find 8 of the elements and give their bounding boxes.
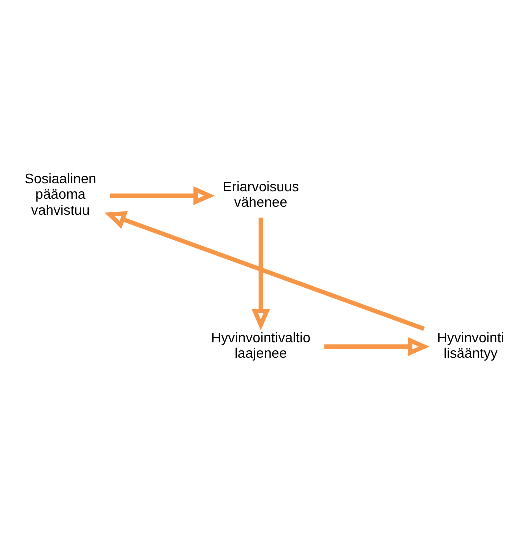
node-text: Eriarvoisuus vähenee	[222, 178, 300, 210]
node-text: Sosiaalinen pääoma vahvistuu	[24, 170, 97, 218]
arrow	[324, 336, 430, 356]
node-text: Hyvinvointivaltio laajenee	[211, 328, 311, 360]
arrow	[104, 210, 426, 331]
arrow	[110, 186, 216, 205]
arrow	[252, 217, 270, 330]
node-text: Hyvinvointi lisääntyy	[437, 328, 504, 360]
